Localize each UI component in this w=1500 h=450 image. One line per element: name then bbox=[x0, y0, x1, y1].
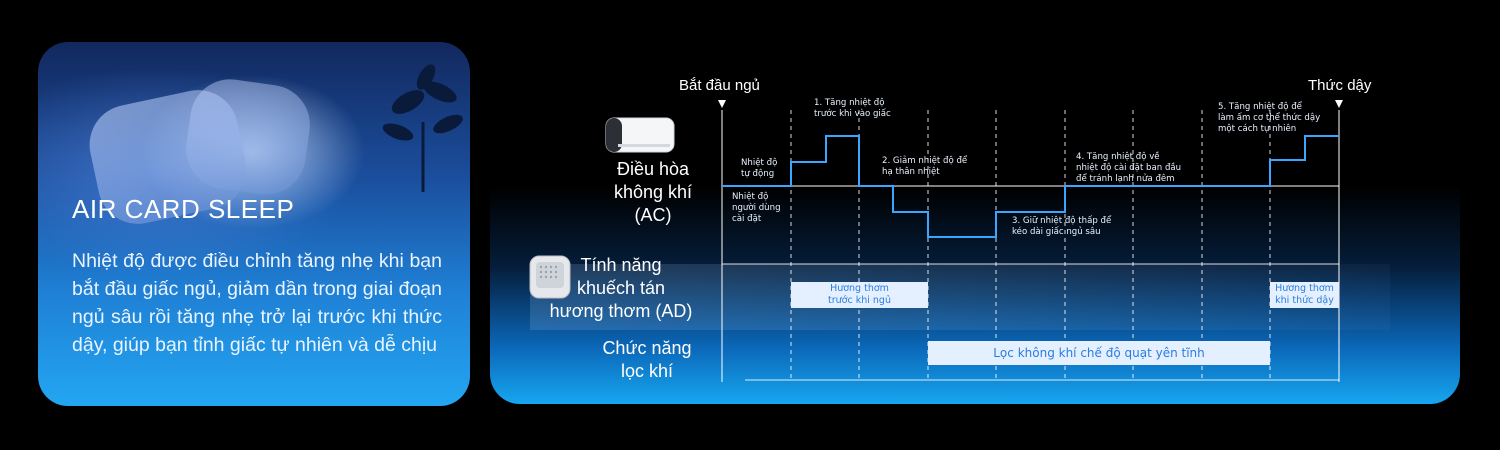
start-sleep-label: Bắt đầu ngủ bbox=[679, 77, 760, 94]
air-filter-bar: Lọc không khí chế độ quạt yên tĩnh bbox=[928, 341, 1270, 365]
annotation-step-3: 3. Giữ nhiệt độ thấp để kéo dài giấc ngủ… bbox=[1012, 216, 1112, 237]
aroma-wake-up-box: Hương thơm khi thức dậy bbox=[1270, 282, 1339, 308]
temperature-line bbox=[722, 135, 1339, 238]
annotation-step-1: 1. Tăng nhiệt độ trước khi vào giấc bbox=[814, 98, 891, 119]
card-title: AIR CARD SLEEP bbox=[72, 194, 295, 224]
row-label-filter: Chức năng lọc khí bbox=[602, 338, 692, 381]
row-label-ac: Điều hòa không khí (AC) bbox=[613, 159, 693, 225]
annotation-step-5: 5. Tăng nhiệt độ để làm ấm cơ thể thức d… bbox=[1218, 102, 1321, 134]
annotation-user-temp: Nhiệt độ người dùng cài đặt bbox=[732, 192, 781, 224]
wake-up-label: Thức dậy bbox=[1308, 77, 1372, 94]
annotation-step-2: 2. Giảm nhiệt độ để hạ thân nhiệt bbox=[882, 156, 968, 177]
end-marker-icon bbox=[1335, 100, 1343, 108]
pillow-graphic bbox=[180, 74, 316, 200]
annotation-step-4: 4. Tăng nhiệt độ về nhiệt độ cài đặt ban… bbox=[1076, 152, 1182, 184]
annotation-auto-temp: Nhiệt độ tự động bbox=[741, 158, 778, 179]
timeline-diagram bbox=[718, 100, 1343, 382]
aroma-band bbox=[530, 264, 1390, 330]
air-conditioner-icon bbox=[605, 117, 675, 153]
aroma-before-sleep-box: Hương thơm trước khi ngủ bbox=[791, 282, 928, 308]
row-label-aroma: Tính năng khuếch tán hương thơm (AD) bbox=[549, 255, 693, 321]
plant-graphic bbox=[382, 64, 463, 192]
aroma-diffuser-icon bbox=[529, 255, 571, 299]
diagram-card: Bắt đầu ngủ Thức dậy Điều hòa không khí … bbox=[490, 42, 1460, 404]
start-marker-icon bbox=[718, 100, 726, 108]
feature-card: AIR CARD SLEEP Nhiệt độ được điều chỉnh … bbox=[38, 42, 470, 406]
card-description: Nhiệt độ được điều chỉnh tăng nhẹ khi bạ… bbox=[72, 250, 442, 356]
